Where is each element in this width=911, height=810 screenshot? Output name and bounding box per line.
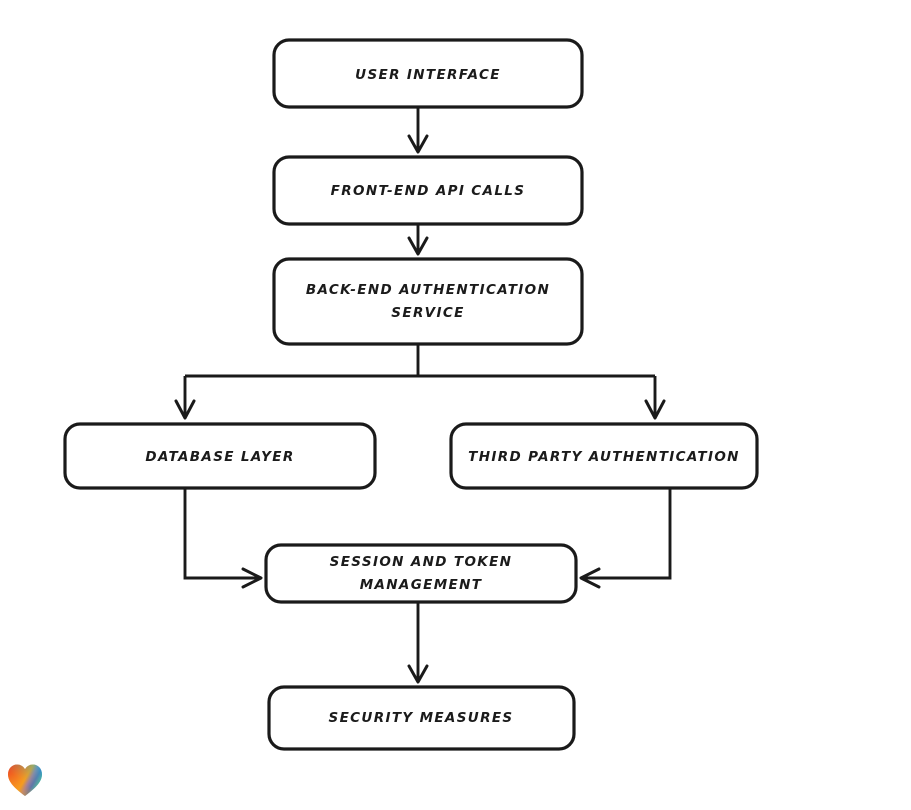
heart-logo — [8, 764, 42, 796]
node-security-measures-box[interactable] — [267, 685, 576, 751]
edge-thirdparty-to-session — [579, 488, 672, 589]
node-front-end-api-calls[interactable]: FRONT-END API CALLS — [272, 155, 584, 226]
node-session-and-token-management-box[interactable] — [264, 543, 578, 604]
node-back-end-authentication-service[interactable]: BACK-END AUTHENTICATION SERVICE — [272, 257, 584, 346]
edge-backend-to-branches — [174, 344, 666, 420]
edge-session-to-security — [407, 602, 429, 684]
edge-api-to-backend — [407, 224, 429, 256]
node-security-measures-label: SECURITY MEASURES — [329, 710, 514, 726]
edge-database-to-session — [183, 488, 263, 589]
edge-layer — [174, 107, 672, 684]
node-back-end-authentication-service-label-line1: BACK-END AUTHENTICATION — [306, 282, 550, 298]
node-third-party-authentication[interactable]: THIRD PARTY AUTHENTICATION — [449, 422, 759, 490]
node-third-party-authentication-label: THIRD PARTY AUTHENTICATION — [468, 449, 740, 465]
node-layer: USER INTERFACE FRONT-END API CALLS BACK-… — [63, 38, 759, 751]
node-user-interface-label: USER INTERFACE — [355, 67, 501, 83]
node-database-layer[interactable]: DATABASE LAYER — [63, 422, 377, 490]
node-third-party-authentication-box[interactable] — [449, 422, 759, 490]
edge-ui-to-api — [407, 107, 429, 154]
node-back-end-authentication-service-box[interactable] — [272, 257, 584, 346]
node-front-end-api-calls-box[interactable] — [272, 155, 584, 226]
node-user-interface[interactable]: USER INTERFACE — [272, 38, 584, 109]
node-front-end-api-calls-label: FRONT-END API CALLS — [331, 183, 526, 199]
node-database-layer-box[interactable] — [63, 422, 377, 490]
node-session-and-token-management-label-line2: MANAGEMENT — [360, 577, 483, 593]
node-session-and-token-management[interactable]: SESSION AND TOKEN MANAGEMENT — [264, 543, 578, 604]
node-database-layer-label: DATABASE LAYER — [145, 449, 294, 465]
node-user-interface-box[interactable] — [272, 38, 584, 109]
node-session-and-token-management-label-line1: SESSION AND TOKEN — [330, 554, 513, 570]
node-security-measures[interactable]: SECURITY MEASURES — [267, 685, 576, 751]
node-back-end-authentication-service-label-line2: SERVICE — [391, 305, 464, 321]
heart-icon-overlay — [8, 764, 42, 796]
